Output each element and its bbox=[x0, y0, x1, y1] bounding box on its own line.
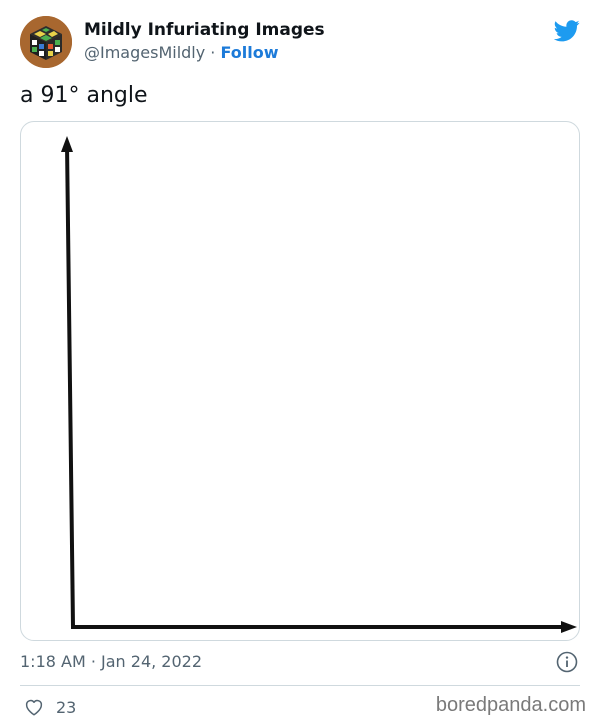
tweet-media[interactable] bbox=[20, 121, 580, 641]
tweet-header: Mildly Infuriating Images @ImagesMildly … bbox=[20, 16, 580, 68]
handle-line: @ImagesMildly · Follow bbox=[84, 42, 325, 64]
author-names: Mildly Infuriating Images @ImagesMildly … bbox=[84, 18, 325, 64]
twitter-bird-icon[interactable] bbox=[554, 20, 580, 42]
divider bbox=[20, 685, 580, 686]
handle-separator: · bbox=[205, 43, 221, 62]
heart-icon bbox=[25, 699, 43, 716]
handle[interactable]: @ImagesMildly bbox=[84, 43, 206, 62]
info-icon[interactable] bbox=[556, 651, 578, 673]
angle-drawing-icon bbox=[61, 136, 577, 633]
display-name[interactable]: Mildly Infuriating Images bbox=[84, 20, 325, 40]
tweet-text: a 91° angle bbox=[20, 83, 148, 108]
tweet-timestamp[interactable]: 1:18 AM · Jan 24, 2022 bbox=[20, 652, 203, 671]
like-button[interactable]: 23 bbox=[24, 696, 76, 718]
like-count: 23 bbox=[56, 697, 77, 717]
watermark: boredpanda.com bbox=[435, 694, 586, 716]
rubiks-cube-icon bbox=[20, 16, 72, 68]
avatar[interactable] bbox=[20, 16, 72, 68]
follow-link[interactable]: Follow bbox=[220, 43, 279, 62]
